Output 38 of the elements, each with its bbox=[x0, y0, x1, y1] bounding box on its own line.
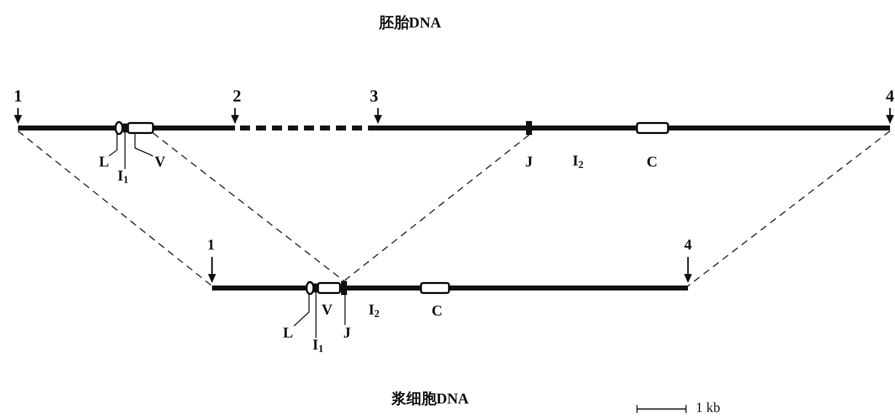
leader-line bbox=[124, 132, 126, 170]
leader-line bbox=[344, 294, 346, 326]
site-number: 2 bbox=[232, 88, 242, 104]
segment-label: L bbox=[283, 326, 293, 342]
intron-segment bbox=[314, 284, 318, 292]
site-number: 1 bbox=[207, 238, 215, 254]
exon-segment bbox=[341, 281, 347, 295]
exon-segment bbox=[127, 122, 154, 134]
exon-segment bbox=[114, 121, 124, 135]
segment-label: I$_{2}$ bbox=[572, 154, 584, 172]
segment-label: V bbox=[322, 304, 332, 318]
segment-label: J bbox=[343, 326, 351, 342]
exon-segment bbox=[526, 121, 532, 135]
projection-line bbox=[152, 132, 344, 282]
site-number: 1 bbox=[14, 88, 22, 104]
segment-label: I$_{1}$ bbox=[312, 338, 324, 356]
exon-segment bbox=[636, 122, 669, 134]
leader-line bbox=[108, 134, 118, 156]
segment-label: L bbox=[99, 156, 109, 170]
segment-label: V bbox=[154, 156, 166, 170]
segment-label: I$_{1}$ bbox=[117, 169, 129, 187]
diagram-caption: 浆细胞DNA bbox=[391, 392, 469, 408]
leader-line bbox=[294, 294, 310, 326]
site-number: 3 bbox=[370, 88, 378, 104]
segment-label: C bbox=[646, 156, 658, 170]
segment-label: J bbox=[525, 156, 533, 170]
scale-label: 1 kb bbox=[696, 402, 720, 416]
site-number: 4 bbox=[886, 88, 894, 104]
exon-segment bbox=[420, 282, 450, 294]
projection-line bbox=[344, 134, 530, 282]
site-number: 4 bbox=[684, 238, 692, 254]
diagram-title: 胚胎DNA bbox=[378, 16, 442, 32]
leader-line bbox=[134, 132, 154, 156]
exon-segment bbox=[306, 281, 314, 295]
segment-label: C bbox=[432, 304, 442, 320]
segment-label: I$_{2}$ bbox=[368, 303, 380, 321]
intron-segment bbox=[122, 124, 128, 132]
exon-segment bbox=[317, 282, 341, 294]
